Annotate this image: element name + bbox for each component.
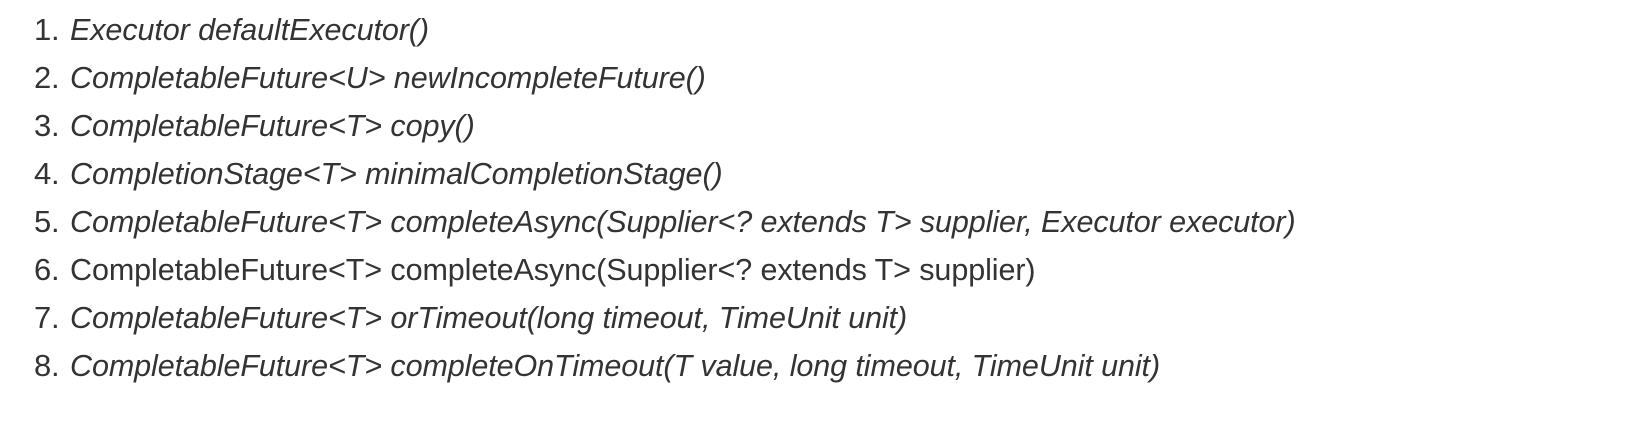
method-signature: CompletableFuture<T> completeAsync(Suppl…: [70, 204, 1296, 239]
list-item: 8. CompletableFuture<T> completeOnTimeou…: [0, 342, 1630, 390]
list-item-number: 6.: [34, 252, 60, 287]
method-signature: Executor defaultExecutor(): [70, 12, 429, 47]
list-item-number: 7.: [34, 300, 60, 335]
list-item-number: 8.: [34, 348, 60, 383]
list-item-number: 5.: [34, 204, 60, 239]
method-signature: CompletionStage<T> minimalCompletionStag…: [70, 156, 723, 191]
method-signature: CompletableFuture<U> newIncompleteFuture…: [70, 60, 706, 95]
list-item-number: 4.: [34, 156, 60, 191]
method-signature: CompletableFuture<T> completeAsync(Suppl…: [70, 252, 1036, 287]
list-item-number: 1.: [34, 12, 60, 47]
list-item: 7. CompletableFuture<T> orTimeout(long t…: [0, 294, 1630, 342]
list-item: 4. CompletionStage<T> minimalCompletionS…: [0, 150, 1630, 198]
list-item-number: 2.: [34, 60, 60, 95]
method-signature-list: 1. Executor defaultExecutor() 2. Complet…: [0, 6, 1630, 390]
list-item: 6. CompletableFuture<T> completeAsync(Su…: [0, 246, 1630, 294]
method-signature: CompletableFuture<T> orTimeout(long time…: [70, 300, 908, 335]
list-item: 1. Executor defaultExecutor(): [0, 6, 1630, 54]
method-signature: CompletableFuture<T> copy(): [70, 108, 475, 143]
method-signature: CompletableFuture<T> completeOnTimeout(T…: [70, 348, 1161, 383]
list-item: 5. CompletableFuture<T> completeAsync(Su…: [0, 198, 1630, 246]
list-item: 3. CompletableFuture<T> copy(): [0, 102, 1630, 150]
list-item: 2. CompletableFuture<U> newIncompleteFut…: [0, 54, 1630, 102]
list-item-number: 3.: [34, 108, 60, 143]
